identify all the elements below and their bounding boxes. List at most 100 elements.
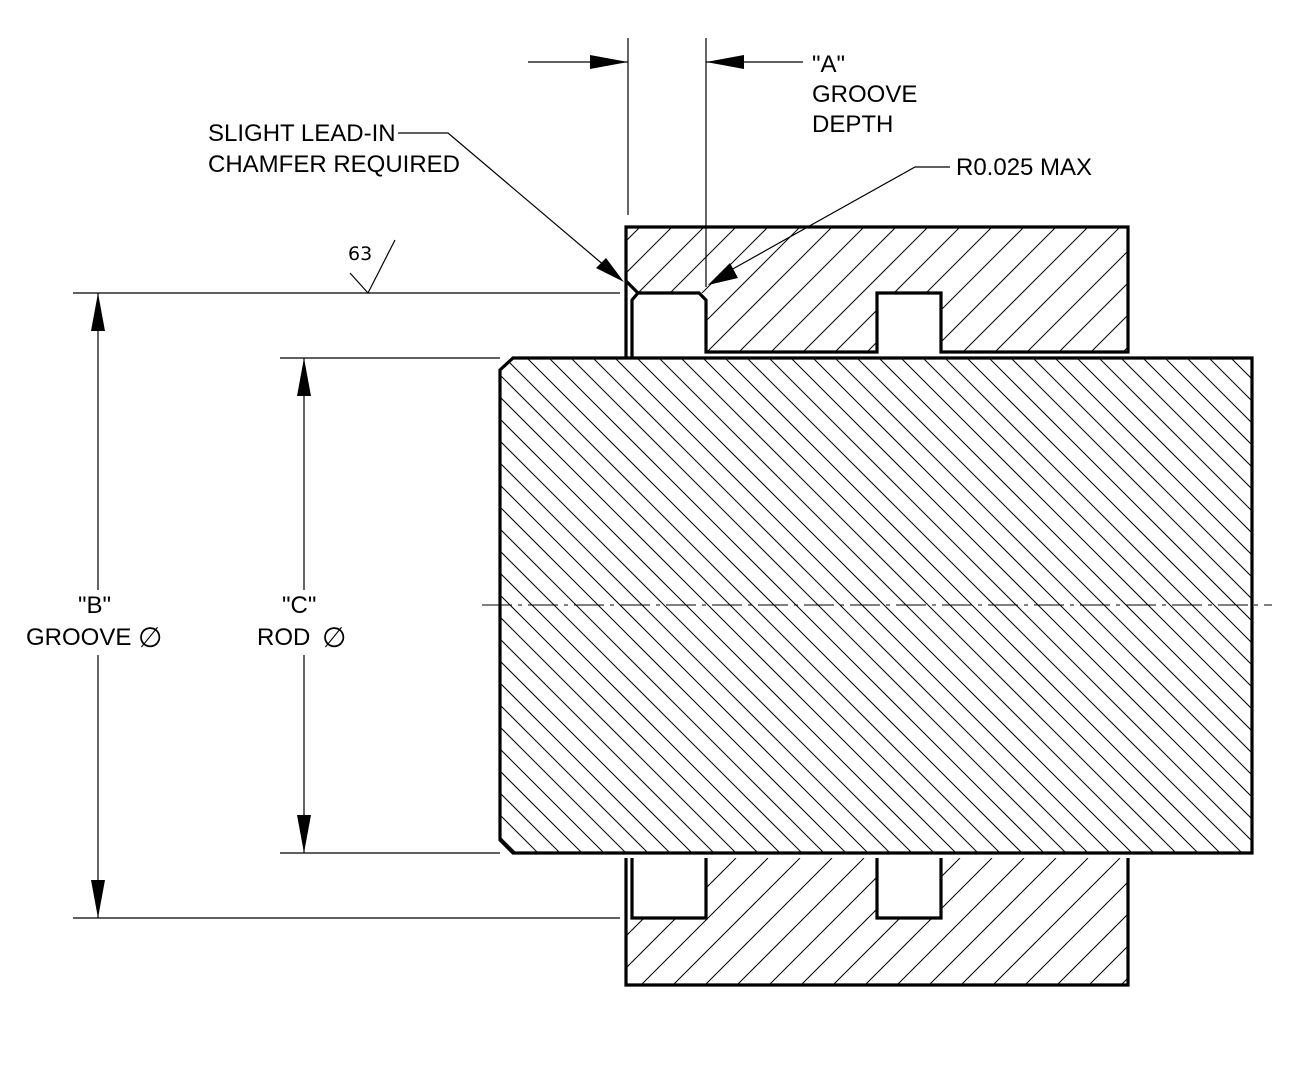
hatch-line	[1054, 358, 1252, 853]
hatch-line	[1098, 358, 1252, 853]
hatch-line	[1010, 358, 1252, 853]
hatch-line	[626, 858, 641, 985]
hatch-line	[500, 358, 649, 853]
hatch-line	[500, 358, 693, 853]
hatch-line	[864, 858, 993, 985]
hatch-line	[1122, 227, 1128, 352]
hatch-line	[626, 858, 705, 985]
hatch-line	[1032, 358, 1252, 853]
label-groove-diameter: GROOVE	[26, 624, 131, 651]
hatch-line	[768, 858, 897, 985]
hatch-line	[504, 358, 1001, 853]
hatch-line	[930, 227, 1057, 352]
hatch-line	[704, 858, 833, 985]
hatch-line	[500, 358, 715, 853]
hatch-line	[672, 858, 801, 985]
label-chamfer-line1: SLIGHT LEAD-IN	[208, 120, 396, 147]
housing-top-hatching	[451, 227, 1303, 352]
label-groove-depth-groove: GROOVE	[812, 81, 917, 108]
housing-top-outline	[624, 225, 1130, 357]
hatch-line	[994, 227, 1121, 352]
hatch-line	[449, 858, 576, 985]
hatch-line	[1024, 858, 1128, 985]
arrowhead-b-bottom	[91, 880, 105, 918]
label-groove-depth-depth: DEPTH	[812, 111, 893, 138]
hatch-line	[866, 227, 993, 352]
hatch-line	[626, 858, 673, 985]
hatch-line	[960, 858, 1089, 985]
housing-top-chamfer	[624, 279, 640, 295]
hatch-line	[1155, 227, 1280, 352]
hatch-line	[706, 227, 833, 352]
housing-bottom-outline	[630, 858, 708, 920]
hatch-line	[640, 858, 769, 985]
hatch-line	[636, 358, 1133, 853]
hatch-line	[1058, 227, 1128, 352]
hatch-line	[500, 358, 913, 853]
hatch-line	[1026, 227, 1128, 352]
hatch-line	[500, 358, 957, 853]
hatch-line	[1056, 858, 1128, 985]
hatch-line	[1185, 858, 1303, 985]
arrowhead-b-top	[91, 293, 105, 331]
hatch-line	[724, 358, 1221, 853]
hatch-line	[1120, 358, 1252, 853]
hatch-line	[922, 358, 1252, 853]
label-rod-diameter: ROD	[257, 624, 310, 651]
hatch-line	[500, 358, 737, 853]
hatch-line	[0, 358, 450, 853]
hatch-line	[834, 227, 961, 352]
hatch-line	[800, 858, 929, 985]
hatch-line	[770, 227, 897, 352]
hatch-line	[1297, 358, 1303, 853]
arrowhead-c-top	[297, 358, 311, 396]
hatch-line	[966, 358, 1252, 853]
arrowhead-c-bottom	[297, 815, 311, 853]
hatch-line	[1249, 858, 1303, 985]
hatch-line	[1283, 227, 1303, 352]
hatch-line	[896, 858, 1025, 985]
hatch-line	[500, 358, 671, 853]
housing-bottom-groove2	[875, 858, 943, 920]
hatch-line	[483, 227, 608, 352]
hatch-line	[898, 227, 1025, 352]
hatch-line	[736, 858, 865, 985]
leader-radius	[721, 166, 950, 276]
hatch-line	[802, 227, 929, 352]
hatch-line	[0, 358, 494, 853]
label-chamfer-line2: CHAMFER REQUIRED	[208, 151, 460, 178]
hatch-line	[738, 227, 865, 352]
hatch-line	[1142, 358, 1252, 853]
hatch-line	[626, 227, 673, 352]
rod-outline	[498, 356, 1254, 855]
hatch-line	[500, 358, 605, 853]
hatch-line	[1088, 858, 1128, 985]
hatch-line	[1251, 227, 1303, 352]
hatch-line	[481, 858, 608, 985]
hatch-line	[626, 227, 705, 352]
diameter-symbol-groove: ∅	[138, 621, 162, 654]
label-b: "B"	[78, 592, 111, 619]
hatch-line	[626, 858, 737, 985]
hatch-line	[451, 227, 576, 352]
hatch-line	[1187, 227, 1303, 352]
hatch-line	[928, 858, 1057, 985]
surface-finish-value: 63	[348, 243, 372, 265]
hatch-line	[1164, 358, 1252, 853]
hatch-line	[1090, 227, 1128, 352]
hatch-line	[500, 358, 627, 853]
hatch-line	[626, 227, 641, 352]
hatch-line	[1153, 858, 1280, 985]
hatch-line	[674, 227, 801, 352]
hatch-line	[0, 358, 472, 853]
hatch-line	[1120, 858, 1128, 985]
hatch-line	[962, 227, 1089, 352]
hatch-line	[1253, 358, 1303, 853]
arrowhead-radius	[708, 263, 738, 285]
label-radius-note: R0.025 MAX	[956, 154, 1092, 181]
arrowhead-a-right	[706, 55, 744, 69]
hatch-line	[1217, 858, 1303, 985]
label-c: "C"	[282, 592, 316, 619]
hatch-line	[1219, 227, 1303, 352]
